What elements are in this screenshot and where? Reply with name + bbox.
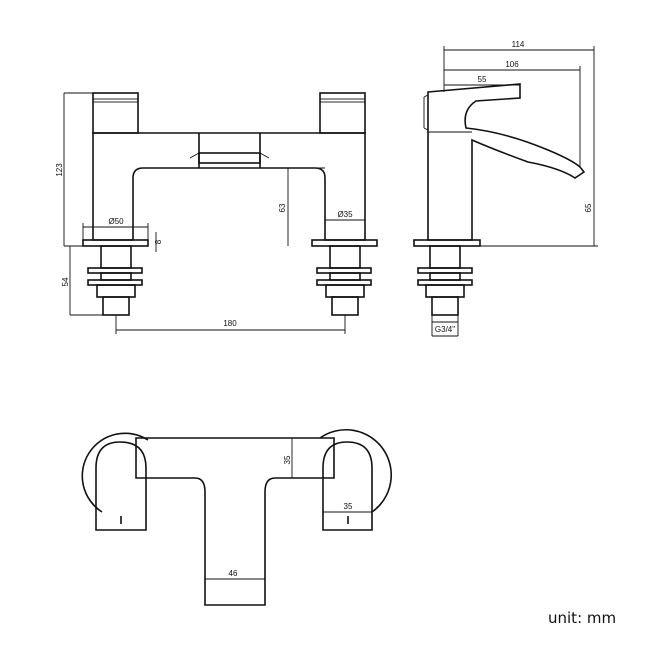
- left-top-base: [81, 432, 149, 513]
- dim-total-height: 123: [55, 163, 64, 177]
- top-view: 35 35 46: [81, 428, 393, 606]
- right-top-base: [319, 428, 393, 513]
- dim-base-thickness: 8: [154, 239, 163, 244]
- right-top-handle: [322, 441, 373, 531]
- dim-centres: 180: [223, 319, 237, 328]
- dim-leg-diameter: Ø35: [337, 210, 353, 219]
- dim-side-total-depth: 114: [512, 40, 525, 49]
- dim-side-spout-reach: 106: [505, 60, 519, 69]
- top-body: [135, 437, 335, 606]
- dim-side-handle: 55: [478, 75, 487, 84]
- side-body: [427, 83, 586, 241]
- side-base-plate: [413, 239, 481, 247]
- dim-under-height: 54: [61, 277, 70, 286]
- dim-top-handle-width: 35: [344, 502, 353, 511]
- dim-top-spout-width: 46: [229, 569, 238, 578]
- dim-base-diameter: Ø50: [108, 217, 124, 226]
- unit-label: unit: mm: [548, 609, 616, 627]
- front-view: 123 54 8 Ø50 Ø35 63 180: [55, 92, 378, 334]
- left-base-plate: [82, 239, 149, 247]
- left-top-handle: [95, 441, 147, 531]
- dim-thread: G3/4": [435, 325, 455, 334]
- tap-body: [92, 132, 366, 241]
- dim-side-spout-height: 65: [584, 203, 593, 212]
- side-view: 114 106 55 65 G3/4": [413, 40, 598, 337]
- dim-top-bridge-depth: 35: [283, 455, 292, 464]
- dim-spout-clearance: 63: [278, 203, 287, 212]
- right-base-plate: [311, 239, 378, 247]
